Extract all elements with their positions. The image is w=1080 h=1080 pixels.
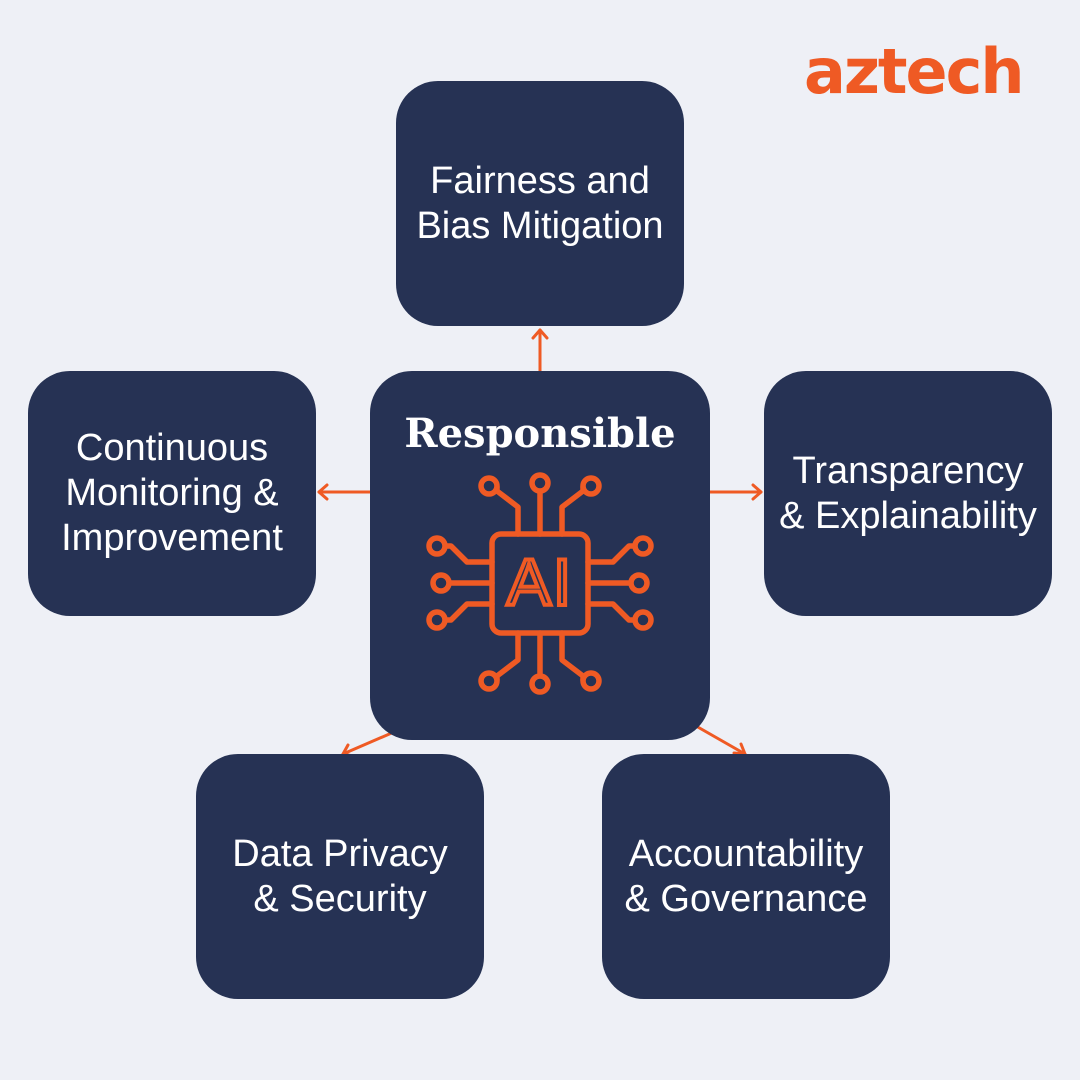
- node-monitoring: Continuous Monitoring & Improvement: [28, 371, 316, 616]
- ai-chip-icon: AI: [426, 472, 654, 695]
- node-data-privacy-label: Data Privacy & Security: [232, 832, 448, 920]
- node-accountability: Accountability & Governance: [602, 754, 890, 999]
- node-fairness-label: Fairness and Bias Mitigation: [416, 159, 664, 247]
- center-node-responsible-ai: Responsible: [370, 371, 710, 740]
- arrow-left-head: [317, 483, 329, 501]
- arrow-right-head: [751, 483, 763, 501]
- node-monitoring-label: Continuous Monitoring & Improvement: [61, 427, 283, 559]
- ai-chip-label: AI: [507, 545, 573, 619]
- node-fairness: Fairness and Bias Mitigation: [396, 81, 684, 326]
- arrow-bottom-right: [694, 724, 747, 756]
- node-transparency-label: Transparency & Explainability: [779, 449, 1037, 537]
- arrow-bottom-left: [341, 730, 396, 756]
- node-data-privacy: Data Privacy & Security: [196, 754, 484, 999]
- center-title: Responsible: [404, 410, 676, 457]
- arrow-bottom-right-head: [732, 742, 747, 756]
- aztech-logo: aztech: [804, 35, 1025, 108]
- node-transparency: Transparency & Explainability: [764, 371, 1052, 616]
- arrow-up-head: [531, 328, 549, 340]
- node-accountability-label: Accountability & Governance: [624, 832, 868, 920]
